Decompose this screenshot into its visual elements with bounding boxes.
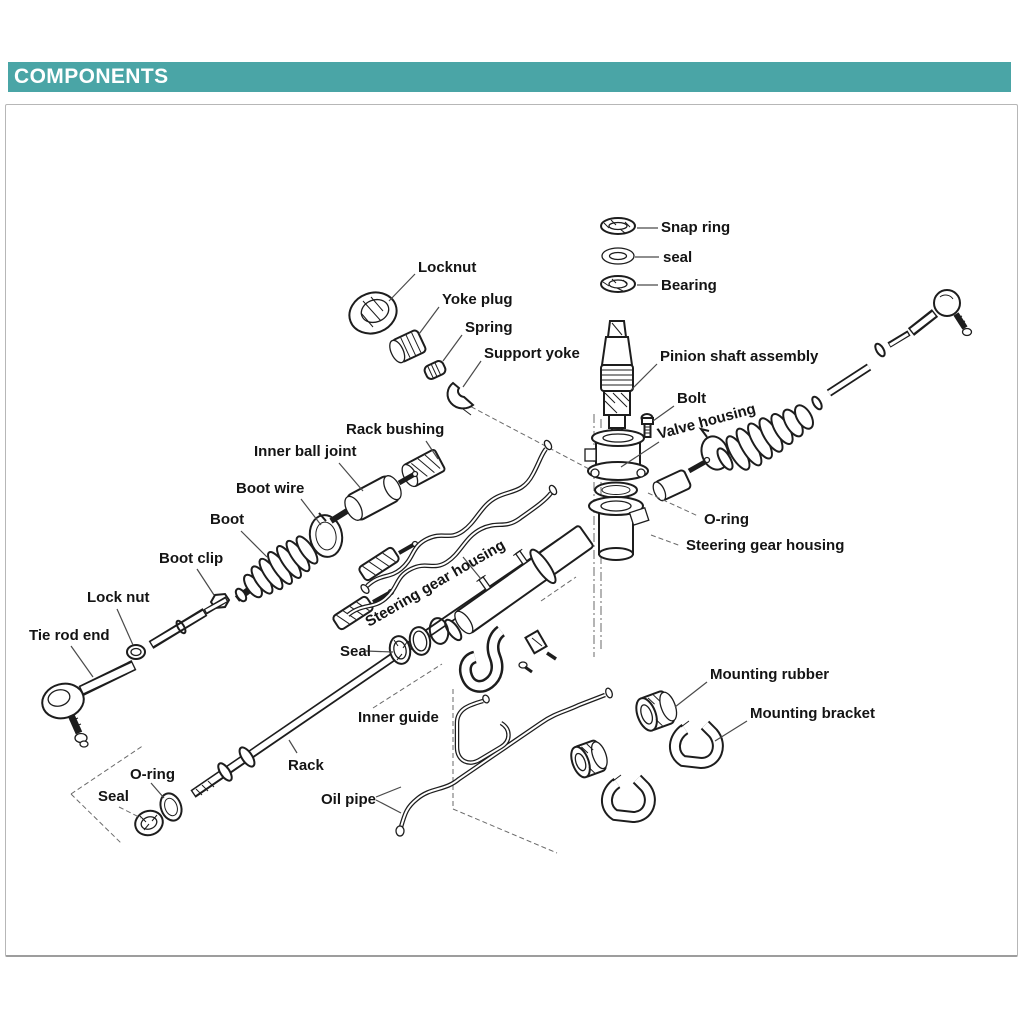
label-rack-bushing: Rack bushing — [346, 421, 444, 438]
right-tie-rod-part — [826, 289, 973, 397]
mounting-bracket-2-part — [601, 774, 656, 824]
label-seal-left: Seal — [98, 788, 129, 805]
section-title: COMPONENTS — [14, 65, 169, 88]
mounting-bracket-part — [669, 720, 724, 770]
label-rack: Rack — [288, 757, 325, 774]
diagram-panel: Snap ring seal Bearing Locknut Yoke plug… — [5, 104, 1018, 957]
oil-pipe-upper-part — [346, 439, 558, 617]
label-tie-rod-end: Tie rod end — [29, 627, 110, 644]
o-ring-left-part — [159, 792, 183, 822]
label-spring: Spring — [465, 319, 513, 336]
label-seal-center: Seal — [340, 643, 371, 660]
seal-part — [601, 247, 635, 265]
yoke-plug-part — [389, 329, 427, 364]
label-steering-gear-housing-right: Steering gear housing — [686, 537, 844, 554]
exploded-parts-diagram: Snap ring seal Bearing Locknut Yoke plug… — [29, 217, 973, 854]
rack-bushing-part — [401, 449, 446, 488]
coupler-part — [652, 456, 711, 502]
label-boot: Boot — [210, 511, 244, 528]
label-bearing: Bearing — [661, 277, 717, 294]
leader-lines — [70, 227, 748, 819]
lock-nut-part — [126, 644, 146, 660]
label-oil-pipe: Oil pipe — [321, 791, 376, 808]
bolt-part — [640, 413, 654, 438]
label-mounting-rubber: Mounting rubber — [710, 666, 829, 683]
bearing-part — [600, 275, 636, 293]
support-yoke-part — [446, 381, 475, 416]
label-locknut: Locknut — [418, 259, 476, 276]
oil-pipe-lower-part — [395, 687, 613, 837]
label-seal-top: seal — [663, 249, 692, 266]
section-header: COMPONENTS — [8, 62, 1011, 92]
label-bolt: Bolt — [677, 390, 706, 407]
steering-gear-housing-tube-part — [444, 525, 594, 642]
inner-tie-rod-part — [148, 596, 229, 649]
label-boot-wire: Boot wire — [236, 480, 304, 497]
seal-left-part — [134, 809, 164, 837]
steering-gear-housing-right-part — [588, 496, 650, 561]
label-inner-ball-joint: Inner ball joint — [254, 443, 357, 460]
valve-housing-part — [584, 429, 649, 481]
snap-ring-part — [600, 217, 636, 235]
labels: Snap ring seal Bearing Locknut Yoke plug… — [29, 219, 875, 808]
left-boot-part — [234, 535, 319, 603]
center-shaft-b-part — [358, 540, 419, 582]
boot-wire-part — [308, 512, 344, 558]
locknut-part — [348, 291, 398, 335]
label-o-ring-left: O-ring — [130, 766, 175, 783]
mounting-rubber-part — [635, 690, 678, 732]
label-o-ring-right: O-ring — [704, 511, 749, 528]
label-lock-nut: Lock nut — [87, 589, 150, 606]
construction-lines — [70, 402, 602, 854]
right-boot-part — [716, 395, 823, 471]
label-support-yoke: Support yoke — [484, 345, 580, 362]
label-yoke-plug: Yoke plug — [442, 291, 513, 308]
tie-rod-end-part — [41, 660, 137, 748]
label-boot-clip: Boot clip — [159, 550, 223, 567]
plate-parts — [518, 629, 557, 674]
pinion-shaft-part — [600, 320, 634, 437]
label-inner-guide: Inner guide — [358, 709, 439, 726]
yoke-stopper-part — [458, 625, 506, 693]
label-snap-ring: Snap ring — [661, 219, 730, 236]
mounting-rubber-2-part — [570, 739, 608, 779]
label-mounting-bracket: Mounting bracket — [750, 705, 875, 722]
inner-ball-joint-part — [329, 470, 419, 524]
center-seal-rings-part — [388, 617, 450, 665]
spring-part — [423, 360, 447, 380]
label-pinion-shaft-assembly: Pinion shaft assembly — [660, 348, 819, 365]
